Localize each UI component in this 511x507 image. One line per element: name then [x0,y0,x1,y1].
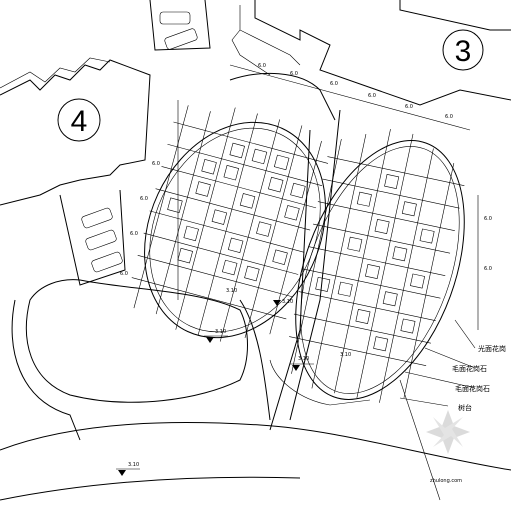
watermark-logo [426,410,470,454]
dim-label-2: 6.0 [290,71,298,77]
left-plaza-tree-pits [167,142,306,282]
dim-label-9: 6.0 [130,231,138,237]
right-plaza-tree-pits [315,174,435,352]
dim-label-10: 6.0 [120,271,128,277]
parking-top [149,0,211,51]
building-3-marker [442,29,484,71]
dimension-lines [177,64,479,501]
elevation-label-road: 3.10 [128,462,139,468]
building-3-label: 3 [455,35,472,68]
legend-item-3: 毛面花岗石 [455,384,490,393]
legend-item-2: 毛面花岗石 [452,364,487,373]
dim-label-12: 6.0 [484,266,492,272]
elevation-label-4: 3.10 [226,288,237,294]
right-oval-plaza [295,140,465,400]
dim-label-11: 6.0 [484,216,492,222]
dim-label-3: 6.0 [330,81,338,87]
dim-label-8: 6.0 [140,196,148,202]
legend-item-1: 光面花岗 [478,344,506,353]
elevation-marker-3 [273,300,281,306]
elevation-label-2: 3.10 [298,356,309,362]
building-3-outline [231,0,511,106]
building-4-marker [57,98,101,142]
dim-label-1: 6.0 [258,63,266,69]
dim-label-7: 6.0 [152,161,160,167]
left-oval-plaza [144,121,326,339]
dim-label-4: 6.0 [368,93,376,99]
elevation-label-5: 3.10 [340,352,351,358]
left-plaza-grid [131,105,329,342]
watermark-text: zhulong.com [430,478,462,484]
elevation-label-1: 3.10 [215,329,226,335]
building-4-label: 4 [71,105,88,138]
parking-left [59,189,126,286]
legend-item-4: 树台 [458,403,472,412]
dim-label-5: 6.0 [405,104,413,110]
elevation-label-3: 3.10 [282,299,293,305]
elevation-marker-1 [204,335,228,343]
right-plaza-grid [289,129,465,403]
elevation-marker-2 [290,363,314,371]
building-4-outline [0,57,151,206]
elevation-marker-road [116,468,140,476]
legend-leaders [399,319,476,407]
dim-label-6: 6.0 [445,114,453,120]
